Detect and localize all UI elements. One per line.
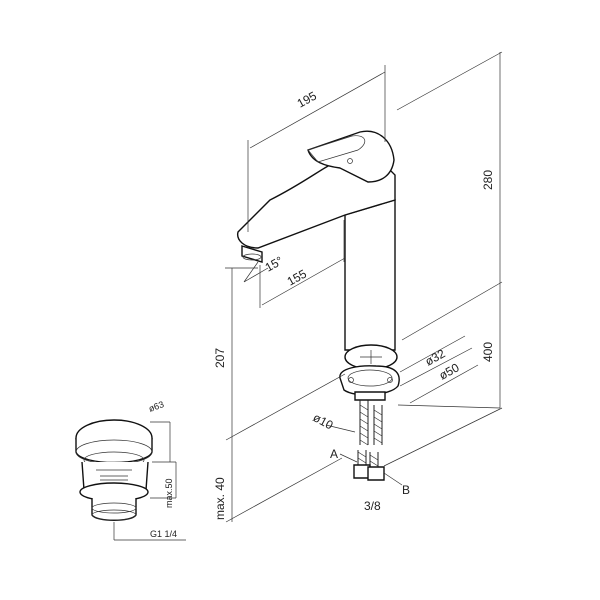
dimension-labels: 195 280 155 15° 207 400 max. 40 ø32 ø50 … <box>213 89 495 520</box>
dim-280: 280 <box>481 170 495 190</box>
faucet-body <box>237 130 396 351</box>
dim-155: 155 <box>285 267 310 289</box>
dim-thread-3-8: 3/8 <box>364 499 381 513</box>
dimension-lines <box>225 51 503 523</box>
waste-thread: G1 1/4 <box>150 529 177 539</box>
label-b: B <box>402 483 410 497</box>
waste-max-50: max.50 <box>164 478 174 508</box>
dim-dia-10: ø10 <box>311 410 336 432</box>
faucet-base <box>339 344 400 401</box>
dim-207: 207 <box>213 348 227 368</box>
dim-400: 400 <box>481 342 495 362</box>
dim-15-deg: 15° <box>263 253 286 274</box>
waste-plug-labels: ø63 max.50 G1 1/4 <box>147 399 177 539</box>
supply-hoses <box>353 400 385 481</box>
dim-max-40: max. 40 <box>213 477 227 520</box>
dim-195: 195 <box>295 89 320 111</box>
dim-dia-50: ø50 <box>437 360 462 382</box>
waste-dia-63: ø63 <box>147 399 165 414</box>
waste-plug <box>75 419 186 541</box>
label-a: A <box>330 447 338 461</box>
